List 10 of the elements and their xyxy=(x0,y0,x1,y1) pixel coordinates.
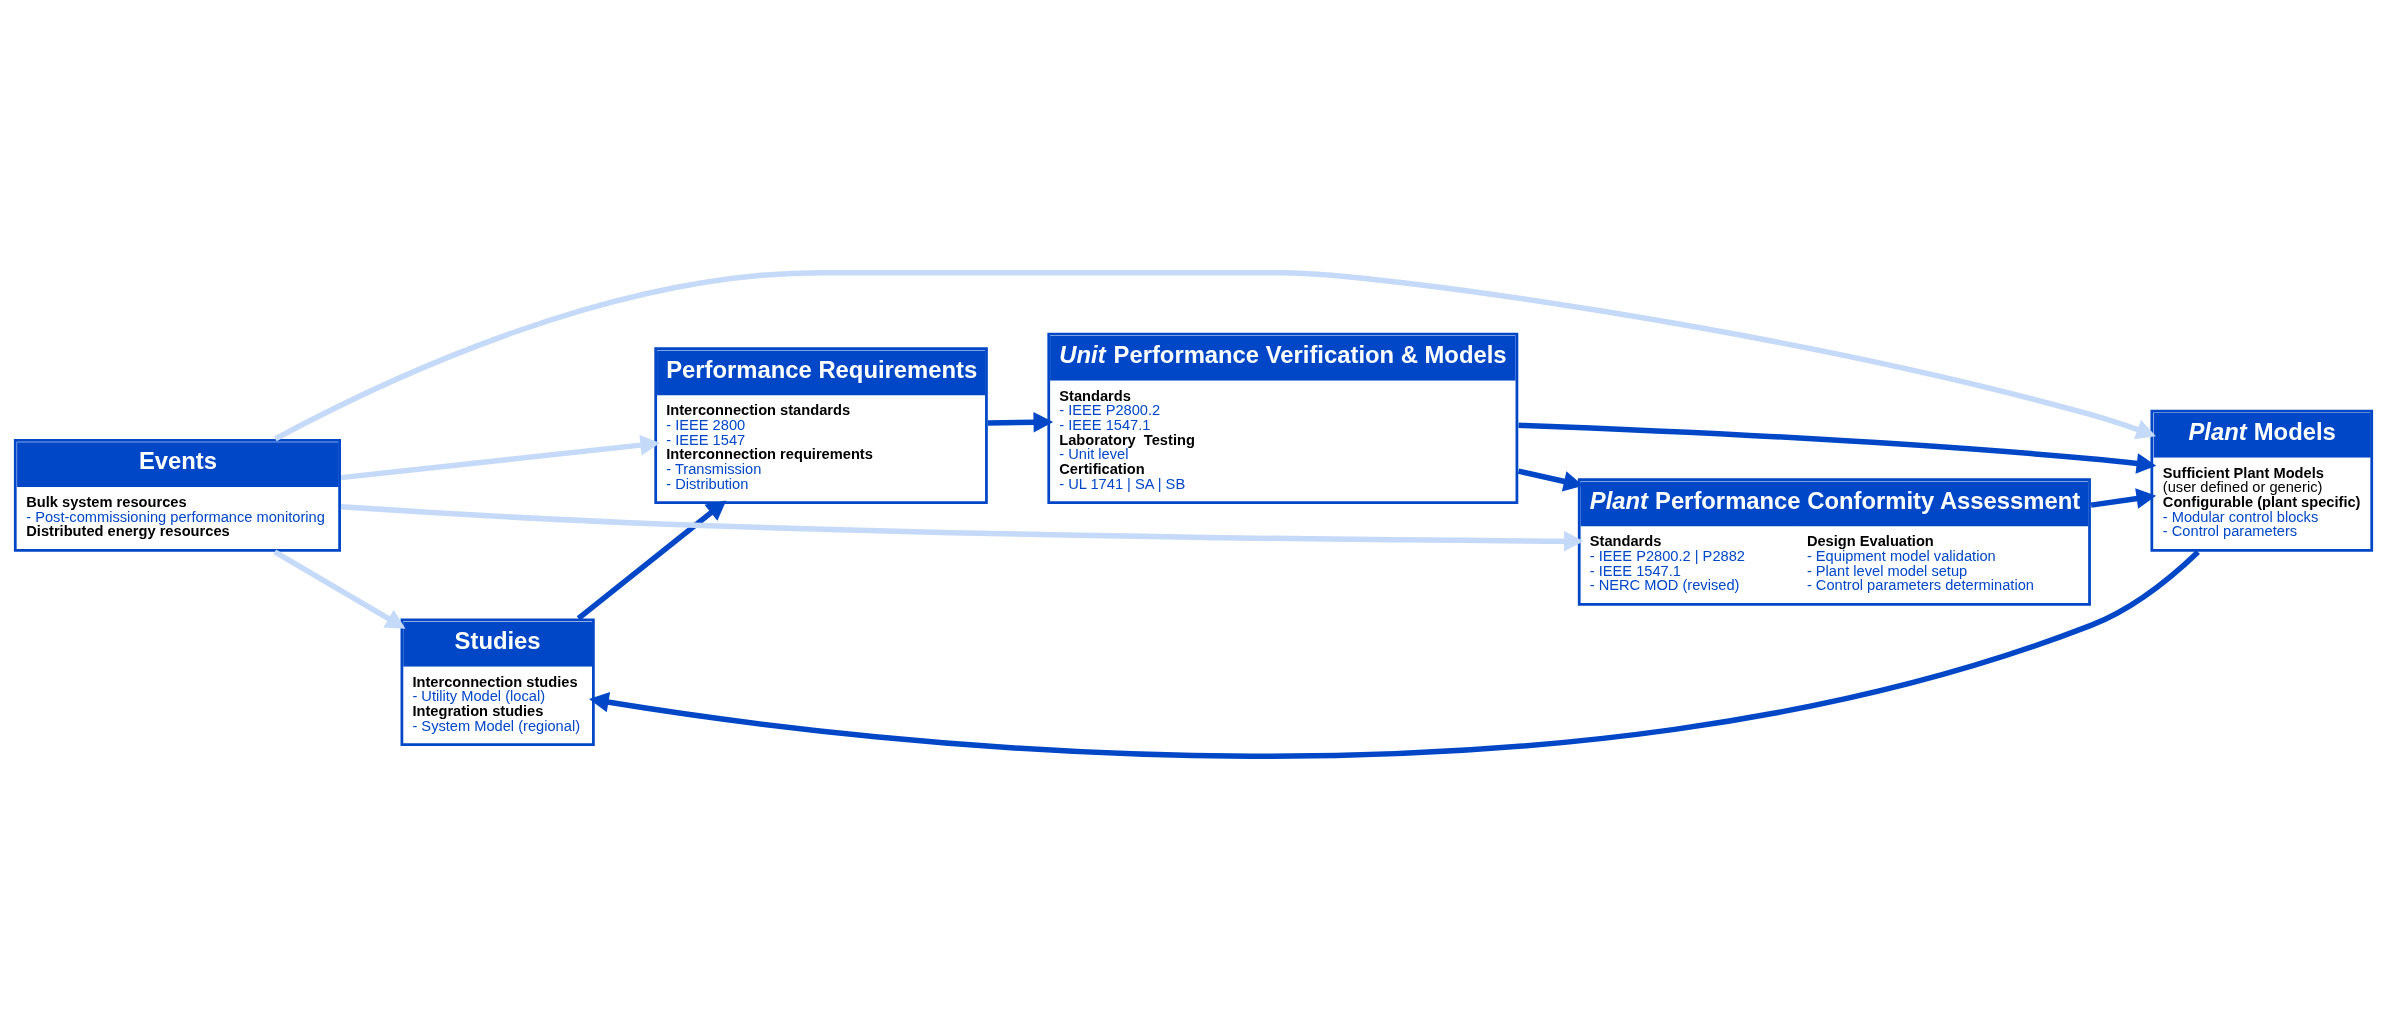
arrow xyxy=(1517,467,1584,491)
arrow xyxy=(1518,421,2157,474)
arrow xyxy=(576,500,727,621)
arrow xyxy=(340,503,1584,552)
arrow xyxy=(273,549,406,629)
arrow xyxy=(274,269,2156,441)
arrow xyxy=(589,549,2200,759)
arrow xyxy=(988,411,1054,433)
arrow xyxy=(2090,487,2157,509)
arrow xyxy=(340,434,661,480)
